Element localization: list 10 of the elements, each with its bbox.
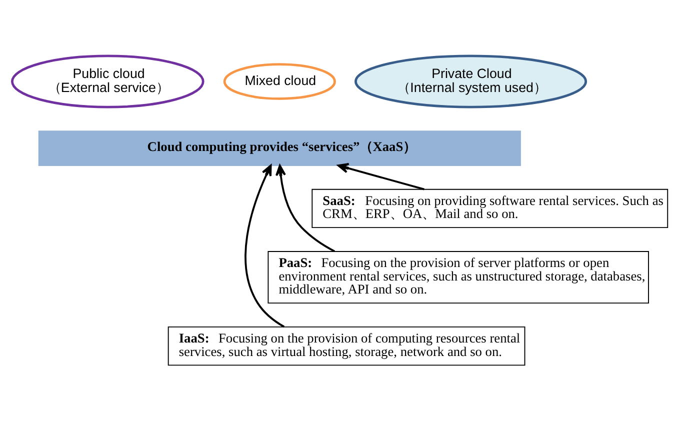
node-box: PaaS: Focusing on the provision of server platforms or open environment rental services, such as unstructured storage, databases, middleware, API and so on.: [268, 250, 649, 304]
node-box: Cloud computing provides “services”（XaaS）: [38, 130, 521, 166]
arrow: [244, 164, 285, 328]
node-box: SaaS: Focusing on providing software rental services. Such as CRM、ERP、OA、Mail and so on.: [312, 188, 668, 228]
node-box: IaaS: Focusing on the provision of computing resources rental services, such as virtual hosting, storage, network and so on.: [168, 326, 526, 366]
arrow: [275, 164, 336, 252]
node-ellipse: Mixed cloud: [223, 63, 336, 100]
node-ellipse: Public cloud （External service）: [11, 54, 204, 108]
node-ellipse: Private Cloud （Internal system used）: [354, 54, 588, 108]
arrow: [337, 162, 424, 190]
